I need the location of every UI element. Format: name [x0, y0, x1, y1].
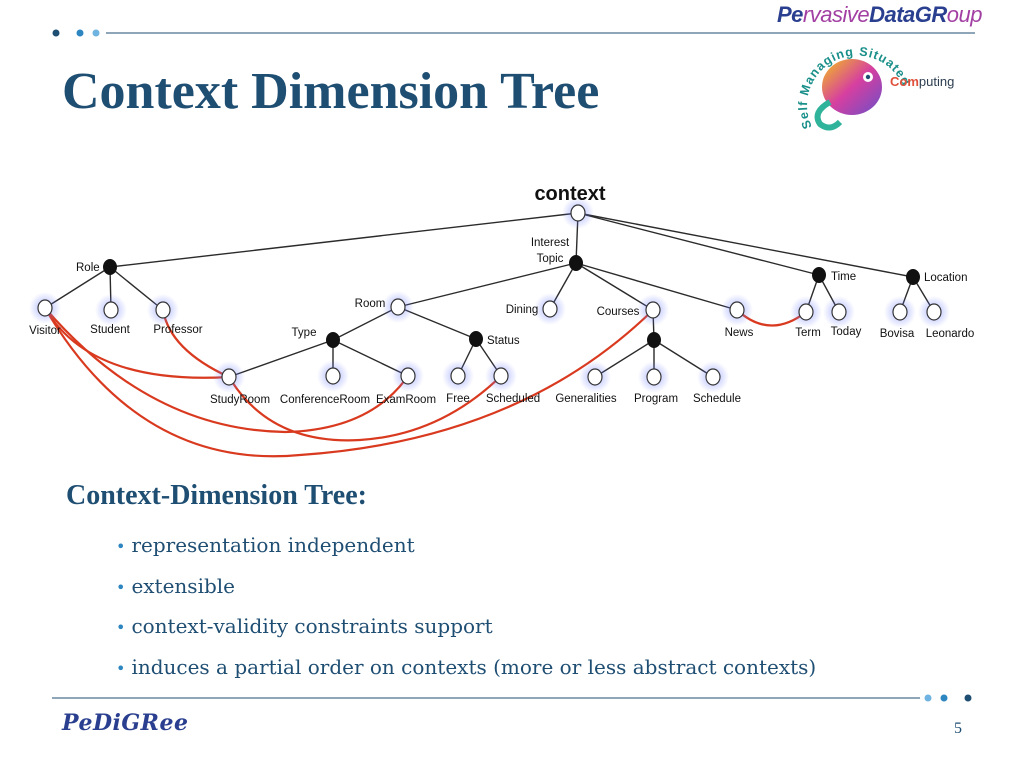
label-visitor: Visitor — [29, 325, 61, 337]
node-time — [812, 267, 826, 283]
node-program — [638, 361, 670, 393]
label-professor: Professor — [153, 324, 202, 336]
node-leonardo — [918, 296, 950, 328]
bullet-list: •representation independent •extensible … — [116, 531, 816, 693]
footer-rule-dot-1 — [924, 694, 932, 702]
node-dining — [534, 293, 566, 325]
brand-part-1: Pe — [776, 2, 803, 27]
label-today: Today — [831, 326, 862, 338]
bullet-item: •extensible — [116, 572, 816, 613]
footer-rule-dot-3 — [964, 694, 972, 702]
node-conferenceroom — [317, 360, 349, 392]
logo-computing-text: Computing — [890, 74, 954, 89]
label-context: context — [534, 183, 605, 205]
bullet-item: •induces a partial order on contexts (mo… — [116, 653, 816, 694]
label-leonardo: Leonardo — [926, 328, 975, 340]
tree-labels: context Role Interest Topic Time Locatio… — [29, 183, 974, 406]
node-type — [326, 332, 340, 348]
node-room — [382, 291, 414, 323]
label-studyroom: StudyRoom — [210, 394, 270, 406]
label-free: Free — [446, 393, 470, 405]
tree-nodes — [29, 197, 950, 393]
label-bovisa: Bovisa — [880, 328, 915, 340]
node-location — [906, 269, 920, 285]
label-room: Room — [355, 298, 386, 310]
label-time: Time — [831, 271, 856, 283]
smsc-logo: Self Managing Situated Computing — [796, 45, 954, 131]
node-student — [95, 294, 127, 326]
bullet-text: extensible — [131, 573, 236, 598]
label-news: News — [725, 327, 754, 339]
brand-header: PervasiveDataGRoup — [776, 2, 983, 28]
label-role: Role — [76, 262, 100, 274]
node-studyroom — [213, 361, 245, 393]
label-scheduled: Scheduled — [486, 393, 540, 405]
label-topic: Topic — [537, 253, 564, 265]
node-free — [442, 360, 474, 392]
brand-part-3: Data — [869, 2, 915, 27]
node-schedule — [697, 361, 729, 393]
header-rule — [52, 29, 975, 37]
label-dining: Dining — [506, 304, 539, 316]
page-title: Context Dimension Tree — [62, 63, 600, 120]
node-role — [103, 259, 117, 275]
bullet-dot-icon: • — [116, 658, 126, 678]
context-dimension-tree-diagram: context Role Interest Topic Time Locatio… — [29, 183, 974, 458]
brand-part-4: GR — [914, 2, 948, 27]
brand-part-5: oup — [946, 2, 983, 27]
section-heading: Context-Dimension Tree: — [66, 480, 367, 511]
bullet-text: induces a partial order on contexts (mor… — [131, 654, 817, 679]
node-today — [823, 296, 855, 328]
label-type: Type — [292, 327, 317, 339]
footer-brand: PeDiGRee — [62, 710, 189, 736]
bullet-dot-icon: • — [116, 618, 126, 637]
node-bovisa — [884, 296, 916, 328]
bullet-item: • context-validity constraints support — [116, 612, 816, 653]
label-courses: Courses — [597, 306, 640, 318]
label-term: Term — [795, 327, 821, 339]
node-professor — [147, 294, 179, 326]
label-conferenceroom: ConferenceRoom — [280, 394, 370, 406]
node-status — [469, 331, 483, 347]
node-courses-dimension — [647, 332, 661, 348]
label-interest: Interest — [531, 237, 570, 249]
node-news — [721, 294, 753, 326]
footer-rule-dot-2 — [940, 694, 948, 702]
label-student: Student — [90, 324, 130, 336]
bullet-text: context-validity constraints support — [131, 614, 493, 638]
node-term — [790, 296, 822, 328]
node-visitor — [29, 292, 61, 324]
node-examroom — [392, 360, 424, 392]
label-examroom: ExamRoom — [376, 394, 436, 406]
label-program: Program — [634, 393, 678, 405]
node-context — [562, 197, 594, 229]
bullet-text: representation independent — [131, 533, 415, 557]
label-generalities: Generalities — [555, 393, 617, 405]
node-interest-topic — [569, 255, 583, 271]
bullet-dot-icon: • — [116, 577, 126, 597]
node-scheduled — [485, 360, 517, 392]
label-schedule: Schedule — [693, 393, 741, 405]
brand-part-2: rvasive — [802, 2, 870, 27]
rule-dot-1 — [52, 29, 60, 37]
rule-dot-3 — [92, 29, 100, 37]
bullet-dot-icon: • — [116, 537, 126, 556]
chameleon-tail-icon — [814, 99, 843, 131]
bullet-item: • representation independent — [116, 531, 816, 572]
node-courses — [637, 294, 669, 326]
rule-dot-2 — [76, 29, 84, 37]
label-location: Location — [924, 272, 967, 284]
page-number: 5 — [954, 720, 962, 737]
node-generalities — [579, 361, 611, 393]
label-status: Status — [487, 335, 520, 347]
